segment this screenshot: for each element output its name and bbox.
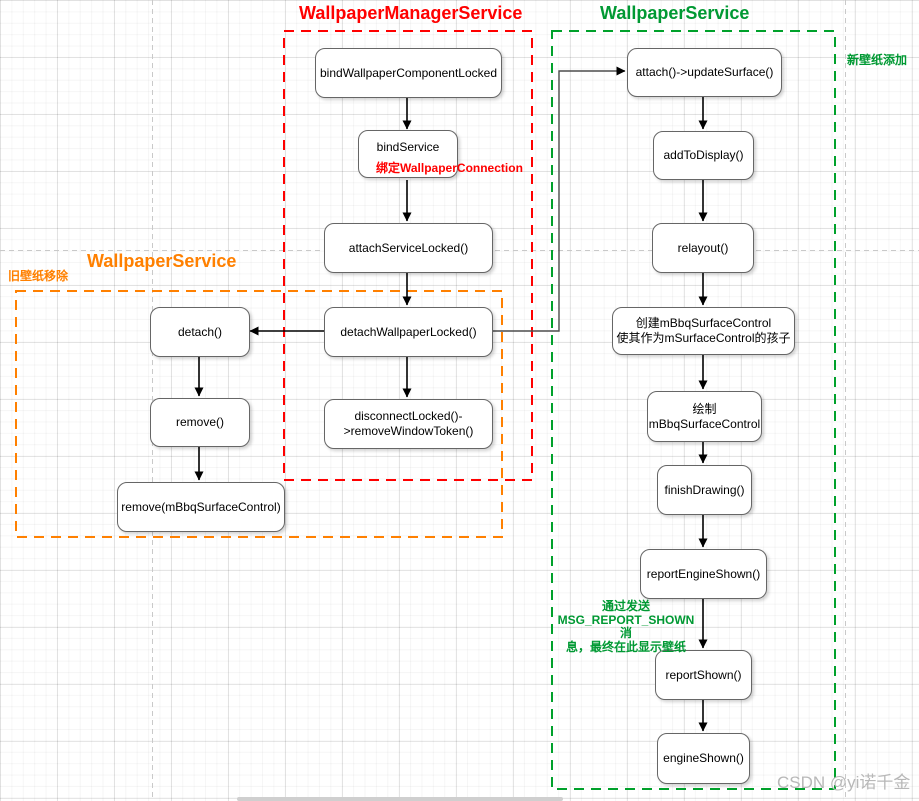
node-detach-wallpaper-locked[interactable]: detachWallpaperLocked() — [324, 307, 493, 357]
node-label: engineShown() — [663, 751, 744, 765]
node-report-engine-shown[interactable]: reportEngineShown() — [640, 549, 767, 599]
node-draw-mbbq-surface-control[interactable]: 绘制 mBbqSurfaceControl — [647, 391, 762, 442]
node-attach-service-locked[interactable]: attachServiceLocked() — [324, 223, 493, 273]
node-label: 创建mBbqSurfaceControl 使其作为mSurfaceControl… — [616, 316, 791, 345]
node-relayout[interactable]: relayout() — [652, 223, 754, 273]
node-label: detachWallpaperLocked() — [340, 324, 477, 339]
node-engine-shown[interactable]: engineShown() — [657, 733, 750, 784]
csdn-watermark: CSDN @yi诺千金 — [777, 773, 911, 792]
group-title-wallpaper-service-new: WallpaperService — [600, 3, 750, 23]
node-create-mbbq-surface-control[interactable]: 创建mBbqSurfaceControl 使其作为mSurfaceControl… — [612, 307, 795, 355]
node-label: bindWallpaperComponentLocked — [320, 65, 497, 80]
msg-report-shown-note: 通过发送 MSG_REPORT_SHOWN消 息，最终在此显示壁纸 — [557, 599, 695, 654]
node-report-shown[interactable]: reportShown() — [655, 650, 752, 700]
node-bind-wallpaper-component-locked[interactable]: bindWallpaperComponentLocked — [315, 48, 502, 98]
node-label: reportShown() — [665, 667, 742, 682]
group-title-wallpaper-manager-service: WallpaperManagerService — [299, 3, 523, 23]
horizontal-scrollbar-thumb[interactable] — [237, 797, 563, 801]
node-remove[interactable]: remove() — [150, 398, 250, 447]
node-detach[interactable]: detach() — [150, 307, 250, 357]
group-box-wallpaper-service-new[interactable] — [551, 30, 836, 790]
node-label: disconnectLocked()- >removeWindowToken() — [343, 409, 474, 438]
tag-new-wallpaper-add: 新壁纸添加 — [847, 53, 908, 67]
tag-old-wallpaper-remove: 旧壁纸移除 — [8, 269, 69, 283]
node-label: finishDrawing() — [664, 482, 745, 497]
group-title-wallpaper-service-old: WallpaperService — [87, 251, 237, 271]
node-label: addToDisplay() — [663, 148, 744, 162]
node-label: remove() — [175, 415, 224, 429]
node-label: attachServiceLocked() — [348, 240, 469, 255]
group-box-wallpaper-service-old[interactable] — [15, 290, 503, 538]
node-label: reportEngineShown() — [646, 566, 761, 581]
node-remove-mbbq-surface-control[interactable]: remove(mBbqSurfaceControl) — [117, 482, 285, 532]
group-box-wallpaper-manager-service[interactable] — [283, 30, 533, 481]
node-label: bindService — [376, 140, 440, 154]
node-add-to-display[interactable]: addToDisplay() — [653, 131, 754, 180]
node-bind-service[interactable]: bindService 绑定WallpaperConnection — [358, 130, 523, 178]
node-label: relayout() — [677, 240, 729, 255]
node-finish-drawing[interactable]: finishDrawing() — [657, 465, 752, 515]
node-label: attach()->updateSurface() — [635, 65, 774, 79]
node-label: remove(mBbqSurfaceControl) — [121, 499, 281, 514]
arrow-detachwallpaperlocked-to-attachupdatesurface[interactable] — [491, 66, 626, 332]
node-label: 绘制 mBbqSurfaceControl — [648, 401, 761, 431]
bind-wallpaper-connection-note: 绑定WallpaperConnection — [376, 161, 523, 175]
node-disconnect-locked[interactable]: disconnectLocked()- >removeWindowToken() — [324, 399, 493, 449]
node-attach-update-surface[interactable]: attach()->updateSurface() — [627, 48, 782, 97]
node-label: detach() — [177, 324, 223, 339]
